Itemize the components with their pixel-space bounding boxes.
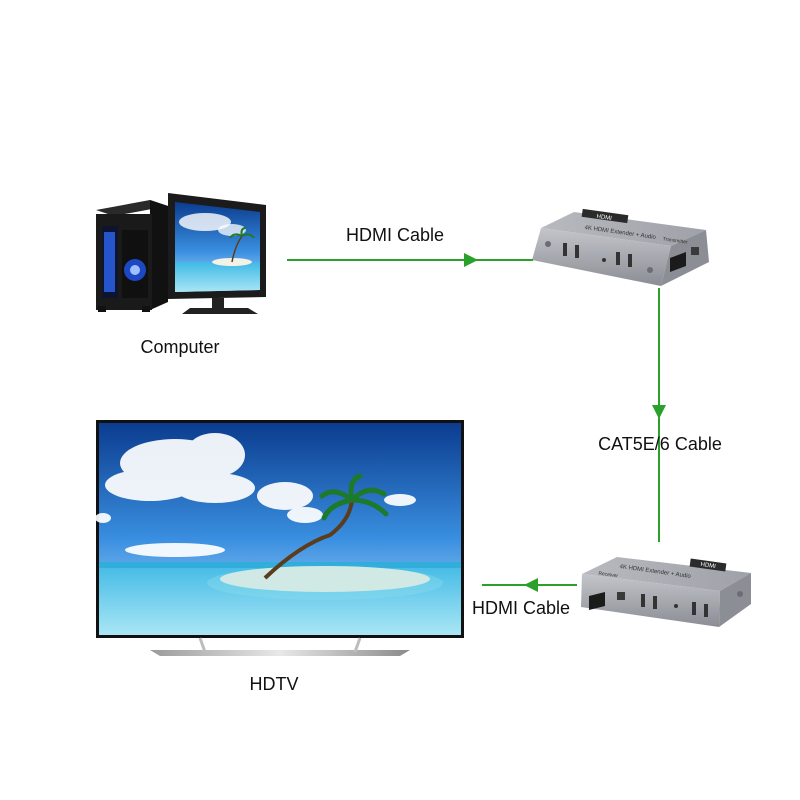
transmitter-vent: [616, 252, 620, 265]
hdmi-cable-bottom-connector: [482, 578, 577, 592]
hdmi-cable-top-label: HDMI Cable: [346, 225, 444, 245]
hdtv-icon: [95, 420, 464, 656]
arrow-right-icon: [464, 253, 478, 267]
hdmi-cable-bottom-label: HDMI Cable: [472, 598, 570, 618]
receiver-vent: [641, 594, 645, 607]
computer-icon: [96, 193, 266, 314]
transmitter-vent: [563, 243, 567, 256]
receiver-vent: [653, 596, 657, 609]
receiver-role: Receiver: [598, 571, 619, 580]
hdtv-label: HDTV: [250, 674, 299, 694]
transmitter-power-port: [691, 247, 699, 255]
receiver-brand: HDMI: [700, 562, 716, 570]
receiver-vent: [692, 602, 696, 615]
receiver-vent: [704, 604, 708, 617]
receiver-power-port: [617, 592, 625, 600]
receiver-device: HDMI 4K HDMI Extender + Audio Receiver: [581, 557, 751, 627]
hdmi-cable-top-connector: [287, 253, 533, 267]
cat-cable-connector: [652, 288, 666, 542]
receiver-hdmi-port: [589, 592, 605, 610]
arrow-left-icon: [524, 578, 538, 592]
tv-stand: [150, 650, 410, 656]
pc-monitor: [168, 193, 266, 314]
transmitter-vent: [575, 245, 579, 258]
transmitter-vent: [628, 254, 632, 267]
arrow-down-icon: [652, 405, 666, 419]
transmitter-role: Transmitter: [662, 236, 688, 245]
transmitter-hdmi-port: [670, 252, 686, 272]
transmitter-device: HDMI 4K HDMI Extender + Audio Transmitte…: [532, 208, 709, 286]
pc-tower: [96, 200, 168, 312]
computer-label: Computer: [140, 337, 219, 357]
cat-cable-label: CAT5E/6 Cable: [598, 434, 722, 454]
transmitter-brand: HDMI: [596, 214, 612, 222]
